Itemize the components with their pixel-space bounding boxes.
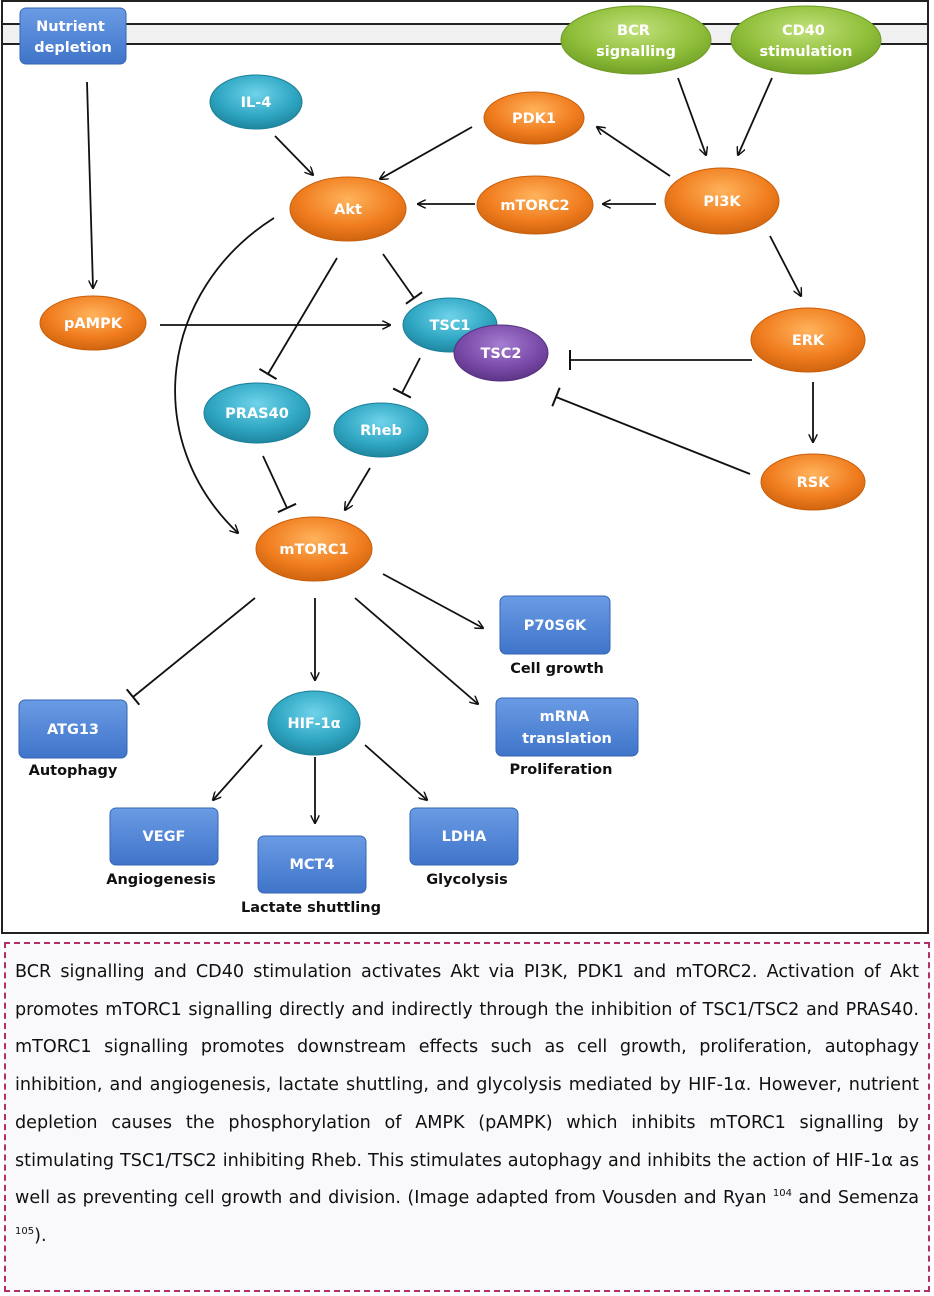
- node-tsc2: TSC2: [453, 324, 549, 382]
- node-rsk: RSK: [760, 453, 866, 511]
- caption-end: ).: [34, 1225, 47, 1246]
- node-pdk1: PDK1: [483, 91, 585, 145]
- outcome-glycolysis: Glycolysis: [426, 872, 508, 888]
- node-mrna-translation: mRNA translation: [495, 697, 639, 757]
- node-hif1a: HIF-1α: [267, 690, 361, 756]
- edge-tsc-rheb-inhibit: [392, 357, 421, 399]
- edge-pi3k-pdk1: [597, 127, 671, 177]
- vegf-label: VEGF: [143, 829, 186, 845]
- tsc1-label: TSC1: [429, 318, 470, 334]
- pras40-label: PRAS40: [225, 406, 289, 422]
- node-cd40-stimulation: CD40 stimulation: [730, 5, 882, 75]
- il4-label: IL-4: [241, 95, 272, 111]
- edge-akt-pras40-inhibit: [258, 257, 338, 380]
- bcr-label-1: BCR: [617, 23, 650, 39]
- outcome-proliferation: Proliferation: [510, 762, 613, 778]
- outcome-angiogenesis: Angiogenesis: [106, 872, 215, 888]
- node-akt: Akt: [289, 176, 407, 242]
- node-il4: IL-4: [209, 74, 303, 130]
- node-vegf: VEGF: [109, 807, 219, 866]
- node-atg13: ATG13: [18, 699, 128, 759]
- edge-akt-mtorc1-curve: [174, 217, 275, 533]
- hif1a-label: HIF-1α: [287, 716, 340, 732]
- pi3k-label: PI3K: [703, 194, 741, 210]
- rsk-label: RSK: [797, 475, 831, 491]
- edge-akt-tsc1-inhibit: [382, 253, 423, 305]
- mrna-label-1: mRNA: [540, 709, 590, 725]
- edge-pdk1-akt: [380, 126, 473, 179]
- caption-text: BCR signalling and CD40 stimulation acti…: [15, 954, 919, 1256]
- pampk-label: pAMPK: [64, 316, 123, 332]
- mtorc2-label: mTORC2: [500, 198, 569, 214]
- mtorc1-label: mTORC1: [279, 542, 348, 558]
- p70s6k-label: P70S6K: [524, 618, 587, 634]
- node-rheb: Rheb: [333, 402, 429, 458]
- svg-text:BCR signalling: BCR signalling: [596, 23, 676, 60]
- edge-mtorc1-atg13-inhibit: [125, 597, 256, 706]
- node-p70s6k: P70S6K: [499, 595, 611, 655]
- edge-cd40-pi3k: [738, 77, 773, 155]
- figure-caption: BCR signalling and CD40 stimulation acti…: [4, 942, 930, 1292]
- caption-connector: and Semenza: [792, 1188, 919, 1209]
- ref-104: 104: [772, 1188, 793, 1200]
- edge-pi3k-erk: [769, 235, 801, 296]
- erk-label: ERK: [792, 333, 825, 349]
- svg-text:CD40 stimulation: CD40 stimulation: [760, 23, 853, 60]
- edge-il4-akt: [274, 135, 313, 175]
- node-pras40: PRAS40: [203, 382, 311, 444]
- edge-mtorc1-mrna: [354, 597, 478, 704]
- pdk1-label: PDK1: [512, 111, 556, 127]
- edge-mtorc1-p70s6k: [382, 573, 483, 628]
- edge-nutrient-pampk: [86, 81, 93, 288]
- node-pampk: pAMPK: [39, 295, 147, 351]
- node-pi3k: PI3K: [664, 167, 780, 235]
- rheb-label: Rheb: [360, 423, 402, 439]
- svg-text:Nutrient depletion: Nutrient depletion: [34, 19, 112, 56]
- edge-hif1a-ldha: [364, 744, 427, 800]
- akt-label: Akt: [334, 202, 362, 218]
- ref-105: 105: [15, 1225, 35, 1237]
- node-bcr-signalling: BCR signalling: [560, 5, 712, 75]
- outcome-cell-growth: Cell growth: [510, 661, 604, 677]
- cd40-label-2: stimulation: [760, 44, 853, 60]
- pathway-diagram: Nutrient depletion BCR signalling CD40 s…: [18, 5, 882, 916]
- atg13-label: ATG13: [47, 722, 99, 738]
- edge-pras40-mtorc1-inhibit: [262, 455, 297, 514]
- node-mtorc1: mTORC1: [255, 516, 373, 582]
- bcr-label-2: signalling: [596, 44, 676, 60]
- node-ldha: LDHA: [409, 807, 519, 866]
- mct4-label: MCT4: [289, 857, 334, 873]
- tsc2-label: TSC2: [480, 346, 521, 362]
- node-mtorc2: mTORC2: [476, 175, 594, 235]
- node-mct4: MCT4: [257, 835, 367, 894]
- mrna-label-2: translation: [522, 731, 612, 747]
- ldha-label: LDHA: [442, 829, 487, 845]
- outcome-lactate-shuttling: Lactate shuttling: [241, 900, 381, 916]
- edge-hif1a-vegf: [213, 744, 263, 800]
- node-nutrient-depletion: Nutrient depletion: [19, 7, 127, 65]
- caption-body: BCR signalling and CD40 stimulation acti…: [15, 962, 919, 1209]
- edge-bcr-pi3k: [677, 77, 706, 155]
- svg-text:mRNA translation: mRNA translation: [522, 709, 612, 747]
- nutrient-depletion-label-2: depletion: [34, 40, 112, 56]
- node-erk: ERK: [750, 307, 866, 373]
- nutrient-depletion-label-1: Nutrient: [36, 19, 105, 35]
- cd40-label-1: CD40: [782, 23, 825, 39]
- outcome-autophagy: Autophagy: [29, 763, 118, 779]
- edge-rsk-tsc2-inhibit: [551, 387, 751, 475]
- edge-rheb-mtorc1: [345, 467, 371, 510]
